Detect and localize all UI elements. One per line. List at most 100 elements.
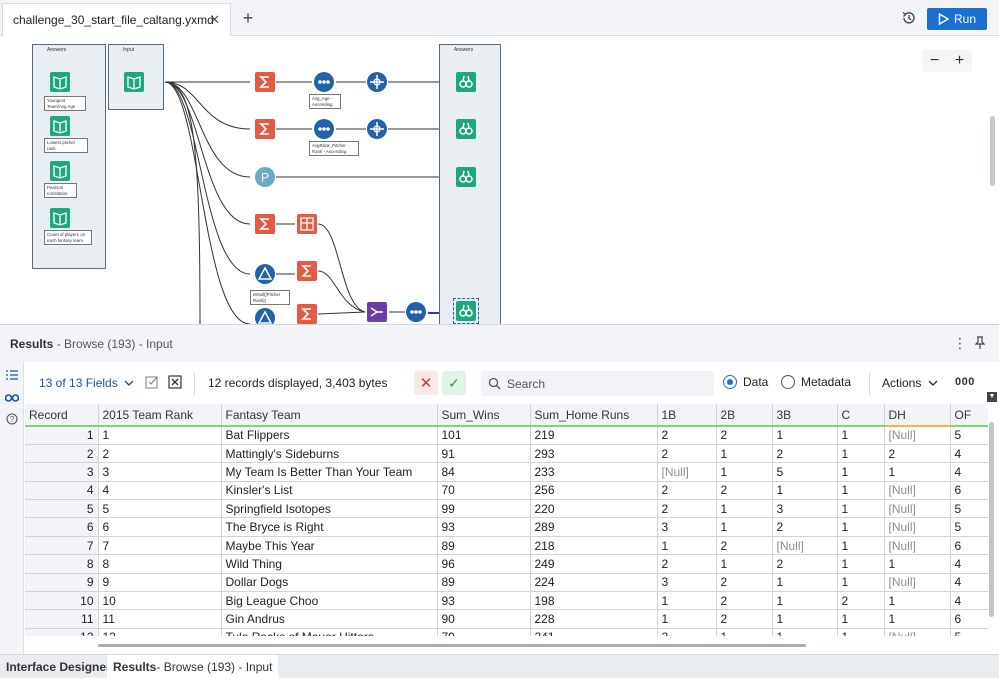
cell-fantasy-team[interactable]: Dollar Dogs	[221, 573, 438, 593]
cell-dh[interactable]: 2	[884, 444, 951, 464]
cell-sum-wins[interactable]: 93	[437, 517, 531, 537]
cell-sum-home-runs[interactable]: 256	[530, 481, 658, 501]
radio-data[interactable]: Data	[723, 375, 768, 389]
cell-c[interactable]: 1	[837, 444, 885, 464]
column-header-fantasy-team[interactable]: Fantasy Team	[221, 404, 438, 427]
column-header-1b[interactable]: 1B	[657, 404, 717, 427]
column-header-c[interactable]: C	[837, 404, 885, 427]
cell-team-rank[interactable]: 5	[98, 499, 222, 519]
cell-team-rank[interactable]: 2	[98, 444, 222, 464]
cell-2b[interactable]: 1	[716, 628, 773, 636]
edit-checkbox-icon[interactable]	[145, 375, 159, 389]
cell-1b[interactable]: 2	[657, 554, 717, 574]
cell-team-rank[interactable]: 8	[98, 554, 222, 574]
cell-c[interactable]: 1	[837, 481, 885, 501]
more-options-button[interactable]: 000	[955, 376, 975, 388]
cell-team-rank[interactable]: 7	[98, 536, 222, 556]
cell-1b[interactable]: 1	[657, 536, 717, 556]
apply-filter-button[interactable]: ✓	[442, 371, 466, 395]
cell-fantasy-team[interactable]: The Bryce is Right	[221, 517, 438, 537]
cell-sum-home-runs[interactable]: 241	[530, 628, 658, 636]
cell-record[interactable]: 9	[25, 573, 99, 593]
column-header-dh[interactable]: DH	[884, 404, 951, 427]
cell-1b[interactable]: 3	[657, 573, 717, 593]
sort-tool[interactable]	[314, 119, 334, 139]
history-icon[interactable]	[900, 9, 918, 27]
cell-sum-home-runs[interactable]: 293	[530, 444, 658, 464]
cell-3b[interactable]: 2	[772, 554, 838, 574]
close-tab-icon[interactable]: ✕	[209, 12, 220, 27]
cell-c[interactable]: 1	[837, 536, 885, 556]
cell-3b[interactable]: 2	[772, 517, 838, 537]
run-button[interactable]: Run	[927, 8, 987, 30]
sample-tool[interactable]	[367, 119, 387, 139]
cell-sum-home-runs[interactable]: 289	[530, 517, 658, 537]
actions-menu[interactable]: Actions	[882, 376, 938, 390]
cell-team-rank[interactable]: 10	[98, 591, 222, 611]
column-header-team-rank[interactable]: 2015 Team Rank	[98, 404, 222, 427]
cell-2b[interactable]: 2	[716, 591, 773, 611]
cell-3b[interactable]: 5	[772, 462, 838, 482]
cell-sum-wins[interactable]: 89	[437, 573, 531, 593]
fields-selector[interactable]: 13 of 13 Fields	[39, 376, 134, 390]
cell-dh[interactable]: [Null]	[884, 536, 951, 556]
cell-team-rank[interactable]: 11	[98, 609, 222, 629]
tab-interface-designer[interactable]: Interface Designer	[0, 655, 117, 679]
cell-dh[interactable]: [Null]	[884, 573, 951, 593]
cell-2b[interactable]: 2	[716, 481, 773, 501]
scroll-down-arrow-icon[interactable]: ▼	[987, 392, 997, 402]
cell-sum-wins[interactable]: 91	[437, 444, 531, 464]
cell-dh[interactable]: [Null]	[884, 628, 951, 636]
sort-tool[interactable]	[406, 302, 426, 322]
join-multiple-tool[interactable]	[367, 302, 387, 322]
clear-box-icon[interactable]	[168, 375, 182, 389]
cell-c[interactable]: 1	[837, 628, 885, 636]
zoom-out-button[interactable]: −	[929, 52, 940, 69]
cell-1b[interactable]: 2	[657, 426, 717, 445]
cell-dh[interactable]: [Null]	[884, 426, 951, 445]
panel-menu-icon[interactable]: ⋮	[953, 335, 967, 351]
canvas-scrollbar[interactable]	[990, 116, 995, 186]
crosstab-tool[interactable]	[297, 214, 317, 234]
cell-3b[interactable]: 3	[772, 499, 838, 519]
cell-sum-wins[interactable]: 90	[437, 609, 531, 629]
cell-3b[interactable]: 1	[772, 591, 838, 611]
cell-c[interactable]: 1	[837, 499, 885, 519]
sample-tool[interactable]	[367, 72, 387, 92]
filter-tool[interactable]	[255, 308, 275, 324]
cell-fantasy-team[interactable]: Mattingly's Sideburns	[221, 444, 438, 464]
text-input-tool[interactable]	[50, 72, 70, 92]
cell-sum-wins[interactable]: 93	[437, 591, 531, 611]
cell-team-rank[interactable]: 9	[98, 573, 222, 593]
cell-sum-home-runs[interactable]: 198	[530, 591, 658, 611]
pin-icon[interactable]	[974, 336, 986, 350]
browse-tool[interactable]	[456, 167, 476, 187]
cell-dh[interactable]: 1	[884, 462, 951, 482]
cell-3b[interactable]: 1	[772, 573, 838, 593]
cell-2b[interactable]: 1	[716, 517, 773, 537]
column-header-sum-wins[interactable]: Sum_Wins	[437, 404, 531, 427]
cell-dh[interactable]: [Null]	[884, 481, 951, 501]
cell-fantasy-team[interactable]: Gin Andrus	[221, 609, 438, 629]
text-input-tool[interactable]	[50, 161, 70, 181]
cell-1b[interactable]: 2	[657, 499, 717, 519]
cell-of[interactable]: 6	[950, 536, 988, 556]
cell-3b[interactable]: 1	[772, 426, 838, 445]
cell-team-rank[interactable]: 4	[98, 481, 222, 501]
cell-2b[interactable]: 2	[716, 573, 773, 593]
browse-tool[interactable]	[456, 119, 476, 139]
cell-sum-wins[interactable]: 99	[437, 499, 531, 519]
text-input-tool[interactable]	[50, 116, 70, 136]
list-icon[interactable]	[5, 368, 19, 382]
cell-record[interactable]: 12	[25, 628, 99, 636]
cell-of[interactable]: 4	[950, 444, 988, 464]
help-icon[interactable]: ?	[5, 412, 19, 426]
